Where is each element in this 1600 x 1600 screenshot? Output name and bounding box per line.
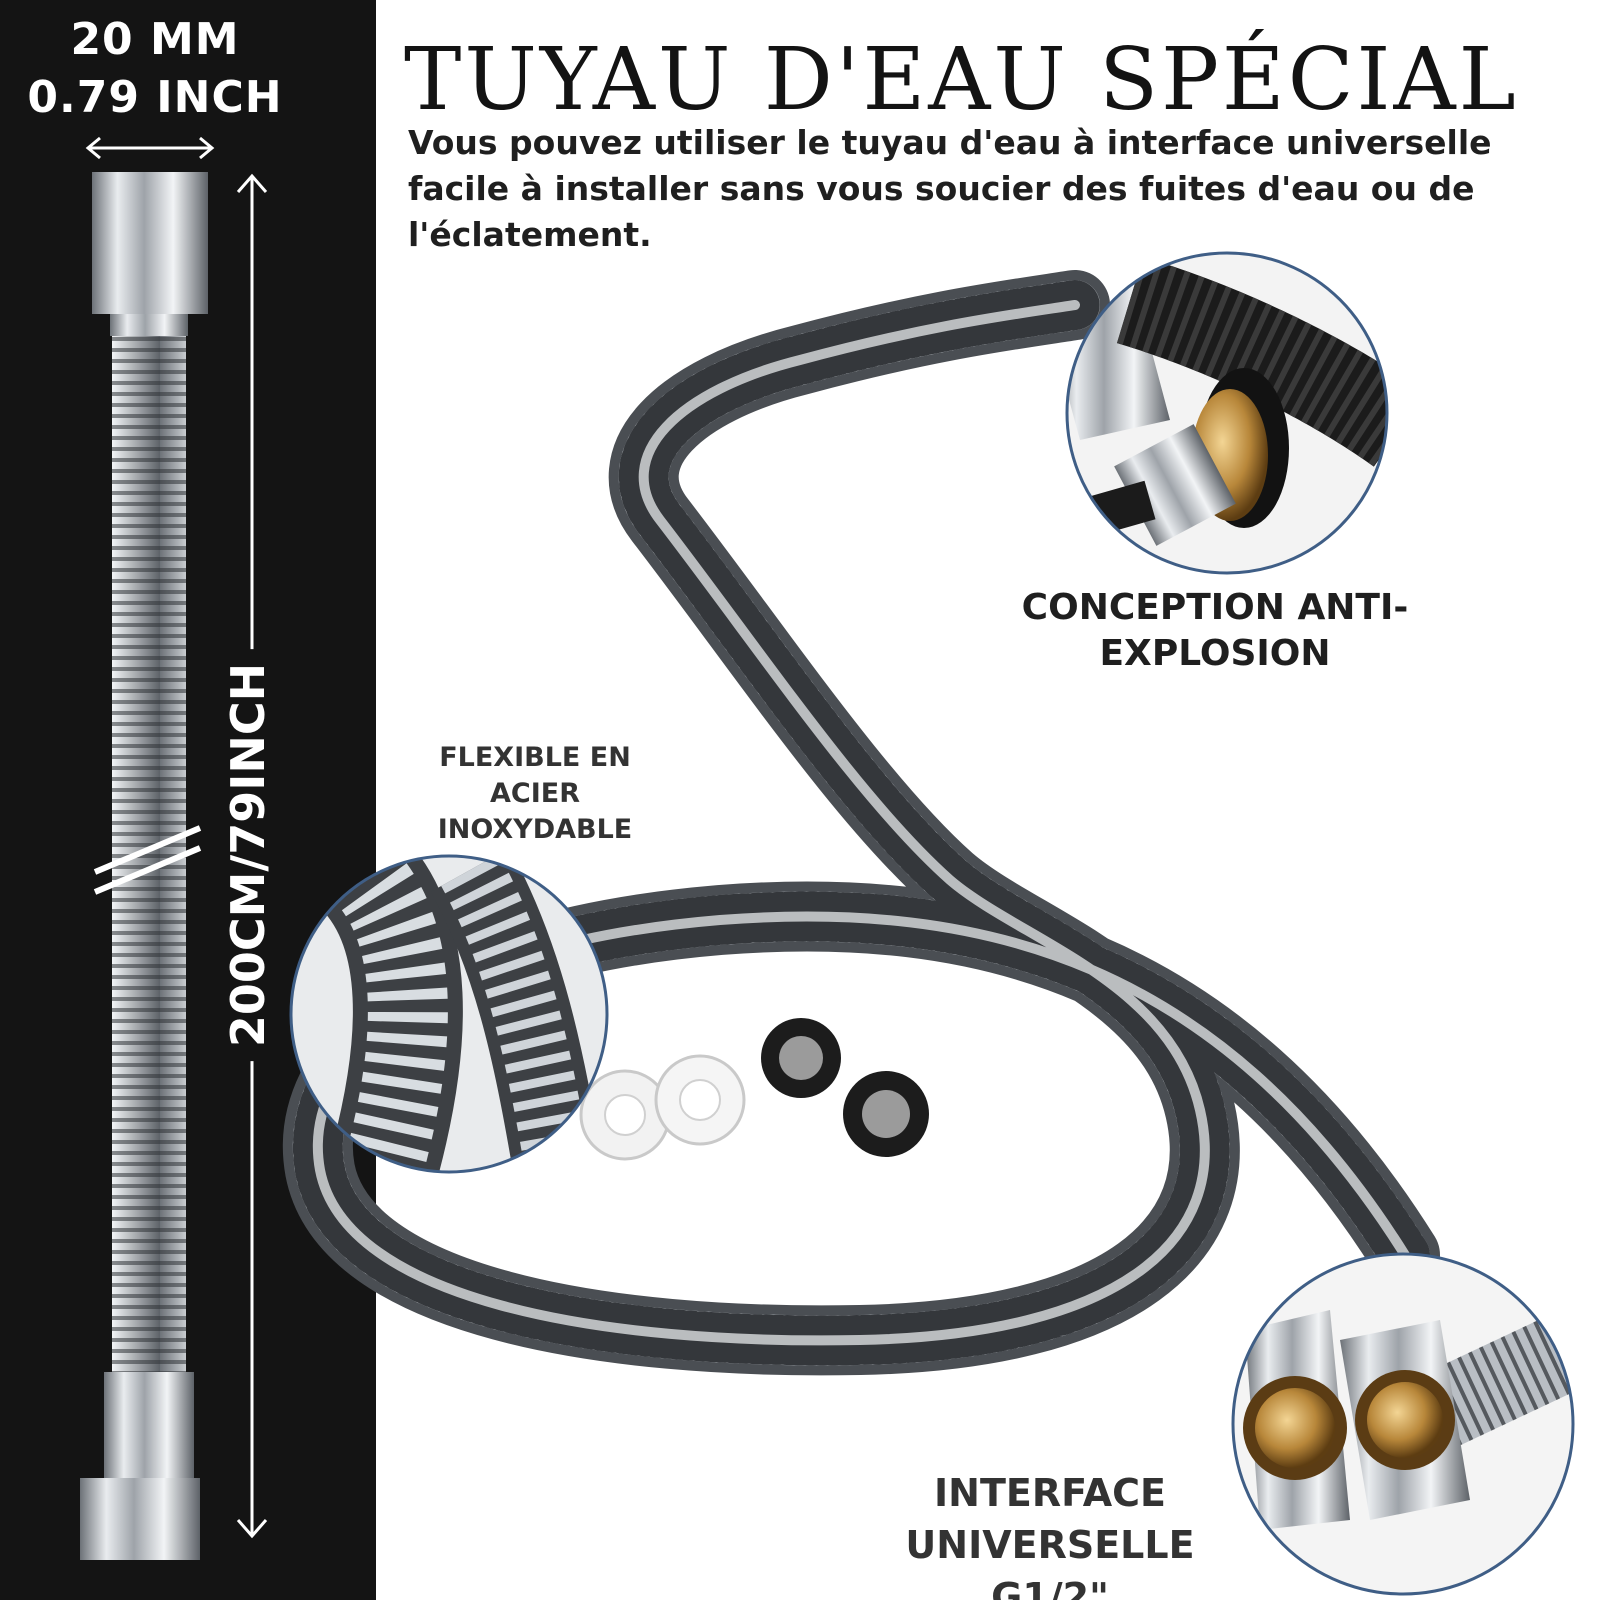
washer-icon xyxy=(579,1054,746,1161)
stainless-detail xyxy=(291,856,607,1172)
detail-circle-border xyxy=(1065,251,1389,575)
product-description: Vous pouvez utiliser le tuyau d'eau à in… xyxy=(408,123,1492,254)
filter-gasket-icon xyxy=(761,1018,929,1157)
hose-diameter-inch: 0.79 INCH xyxy=(27,72,283,123)
anti-explosion-detail xyxy=(1067,253,1387,573)
detail-circle-border xyxy=(289,854,609,1174)
anti-explosion-label: CONCEPTION ANTI-EXPLOSION xyxy=(1021,587,1409,674)
page-title: TUYAU D'EAU SPÉCIAL xyxy=(404,30,1519,130)
detail-circle-border xyxy=(1231,1252,1575,1596)
hose-diameter-mm: 20 MM xyxy=(70,14,240,65)
stainless-steel-label: FLEXIBLE EN ACIER INOXYDABLE xyxy=(437,742,633,845)
universal-interface-label: INTERFACE UNIVERSELLE G1/2" xyxy=(905,1471,1195,1600)
straight-hose-icon xyxy=(80,136,268,1560)
coiled-hose-icon xyxy=(282,270,1440,1376)
hose-length-label: 200CM/79INCH xyxy=(221,648,275,1062)
